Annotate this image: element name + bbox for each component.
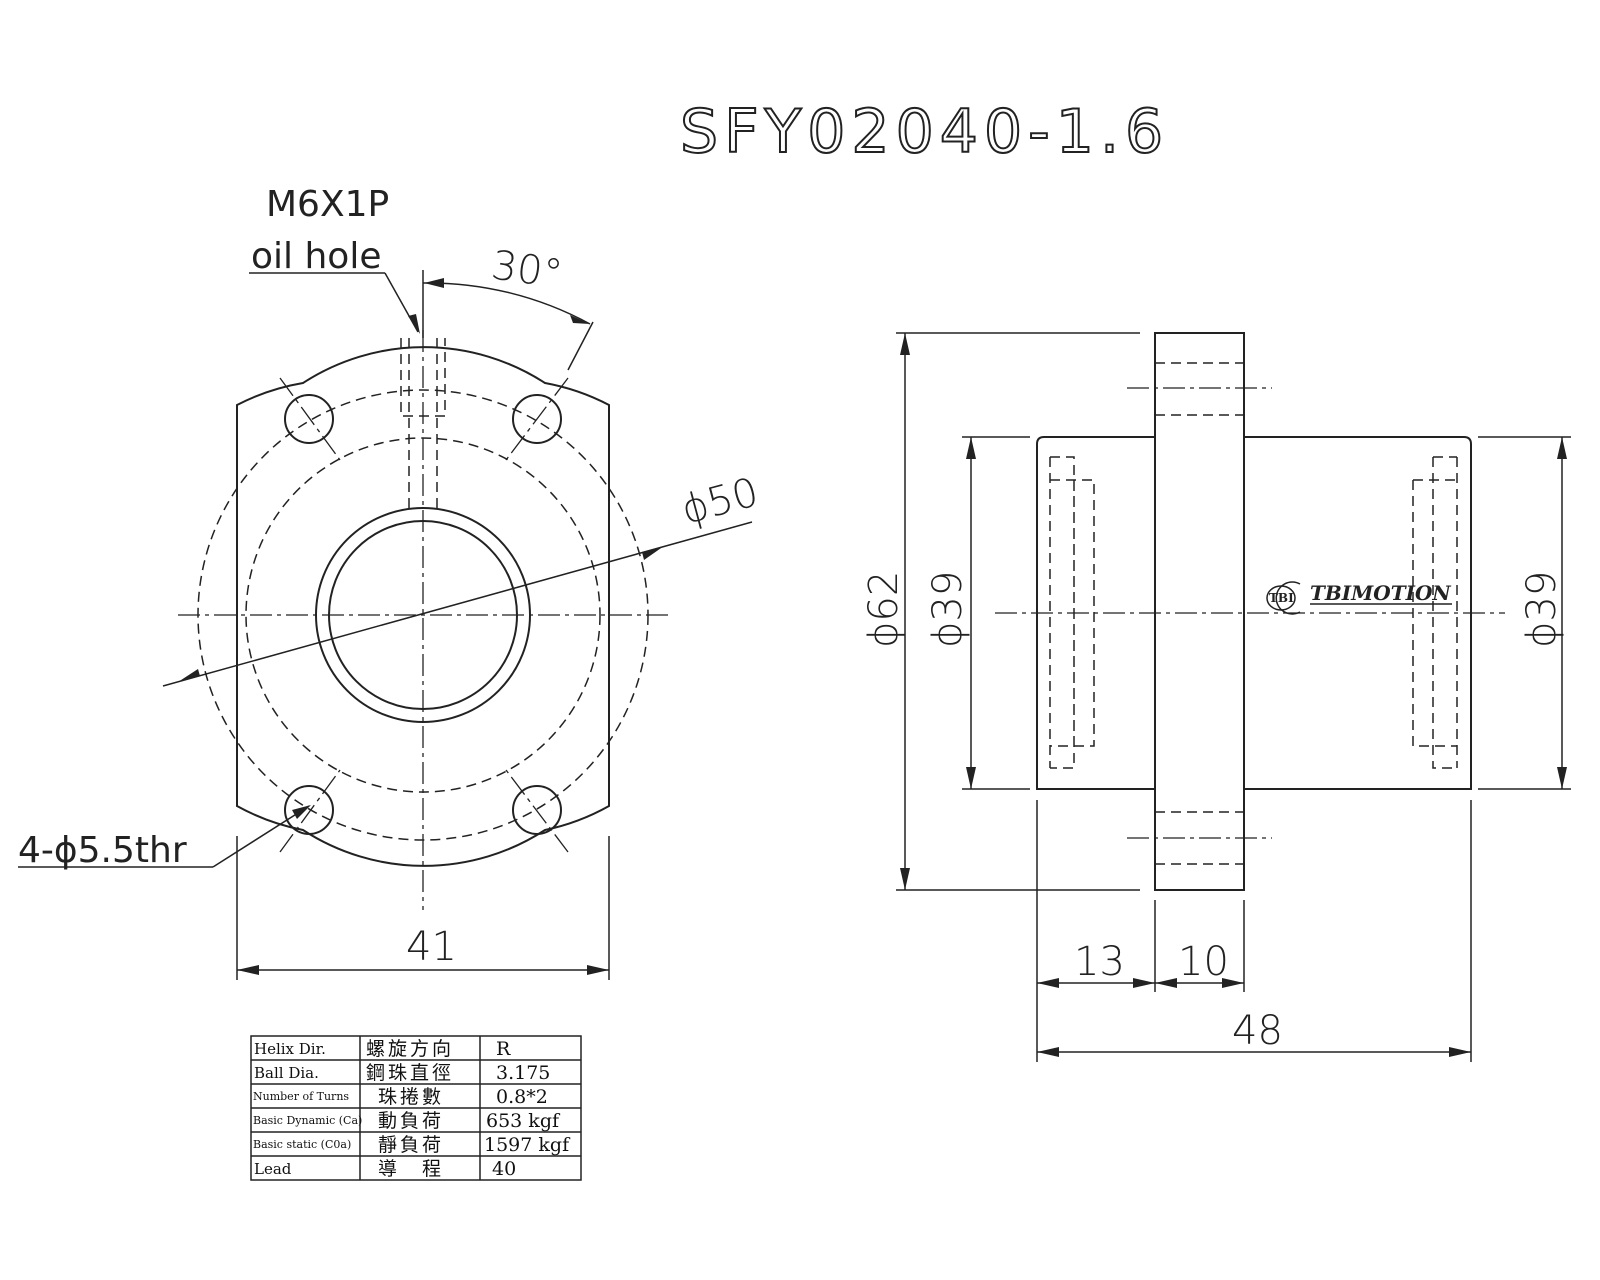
arrow [424, 278, 444, 288]
arrow [1222, 978, 1244, 988]
hole-axis [505, 769, 569, 853]
dim-10: 10 [1178, 939, 1229, 985]
arrow [237, 965, 259, 975]
spec-label-zh: 動負荷 [378, 1110, 444, 1132]
mount-hole [284, 785, 334, 835]
arrow [966, 767, 976, 789]
tbi-logo-mark [1275, 581, 1301, 615]
spec-value: R [496, 1038, 511, 1060]
dim-41: 41 [406, 924, 457, 970]
arrow [1557, 437, 1567, 459]
arrow [1155, 978, 1177, 988]
tbimotion-logo: TBI TBIMOTION [1266, 581, 1452, 615]
spec-label-en: Number of Turns [253, 1090, 349, 1103]
arrow [292, 805, 311, 819]
front-view: ϕ50 M6X1P oil hole 30° 4-ϕ5.5thr 41 [18, 184, 763, 980]
hole-axis [279, 769, 341, 853]
spec-label-en: Lead [254, 1160, 292, 1178]
spec-label-zh: 鋼珠直徑 [366, 1062, 454, 1084]
arrow [570, 315, 590, 324]
spec-value: 1597 kgf [484, 1134, 571, 1156]
spec-label-zh: 靜負荷 [378, 1134, 444, 1156]
arrow [900, 333, 910, 355]
mount-hole [284, 394, 334, 444]
spec-value: 0.8*2 [496, 1086, 548, 1108]
spec-label-en: Ball Dia. [254, 1064, 319, 1082]
arrow [178, 669, 200, 682]
oil-hole-thread: M6X1P [266, 184, 389, 225]
dim-phi62: ϕ62 [861, 571, 907, 648]
spec-table: Helix Dir. 螺旋方向 R Ball Dia. 鋼珠直徑 3.175 N… [250, 1035, 582, 1181]
oil-hole-label: oil hole [251, 236, 381, 277]
mount-hole [512, 394, 562, 444]
dim-48: 48 [1232, 1008, 1283, 1054]
side-flange [1154, 332, 1245, 891]
arrow [1037, 978, 1059, 988]
pcd-leader [162, 521, 753, 687]
mount-hole-leader [212, 805, 310, 868]
arrow [1449, 1047, 1471, 1057]
pcd-label: ϕ50 [677, 469, 764, 533]
arrow [1557, 767, 1567, 789]
spec-value: 40 [492, 1158, 516, 1180]
spec-label-en: Helix Dir. [254, 1040, 326, 1058]
dim-phi39-right: ϕ39 [1519, 571, 1565, 648]
side-body [1036, 436, 1472, 790]
spec-label-zh: 珠捲數 [378, 1086, 444, 1108]
arrow [642, 546, 664, 560]
mount-hole-label: 4-ϕ5.5thr [18, 830, 187, 871]
drawing-title: SFY02040-1.6 [680, 97, 1169, 167]
ball-circuit-right [1412, 456, 1458, 769]
dim-phi39-left: ϕ39 [925, 571, 971, 648]
arrow [1037, 1047, 1059, 1057]
angle-label: 30° [489, 242, 566, 297]
flange-outline [236, 346, 610, 867]
hole-axis [505, 377, 569, 461]
arrow [587, 965, 609, 975]
arrow [900, 868, 910, 890]
dim-13: 13 [1074, 939, 1125, 985]
spec-value: 653 kgf [486, 1110, 561, 1132]
angle-extension [567, 321, 594, 371]
arrow [1133, 978, 1155, 988]
hole-axis [279, 377, 341, 461]
tbi-logo-ring [1266, 585, 1296, 611]
arrow [408, 314, 420, 334]
spec-label-zh: 螺旋方向 [366, 1038, 454, 1060]
side-view: TBI TBIMOTION ϕ62 ϕ39 ϕ39 13 [861, 332, 1571, 1062]
brand-name: TBIMOTION [1310, 581, 1451, 605]
arrow [966, 437, 976, 459]
mount-hole [512, 785, 562, 835]
spec-value: 3.175 [496, 1062, 550, 1084]
spec-label-en: Basic Dynamic (Ca) [253, 1114, 362, 1127]
tbi-logo-text: TBI [1269, 591, 1294, 605]
spec-label-zh: 導 程 [378, 1158, 444, 1180]
spec-label-en: Basic static (C0a) [253, 1138, 351, 1151]
